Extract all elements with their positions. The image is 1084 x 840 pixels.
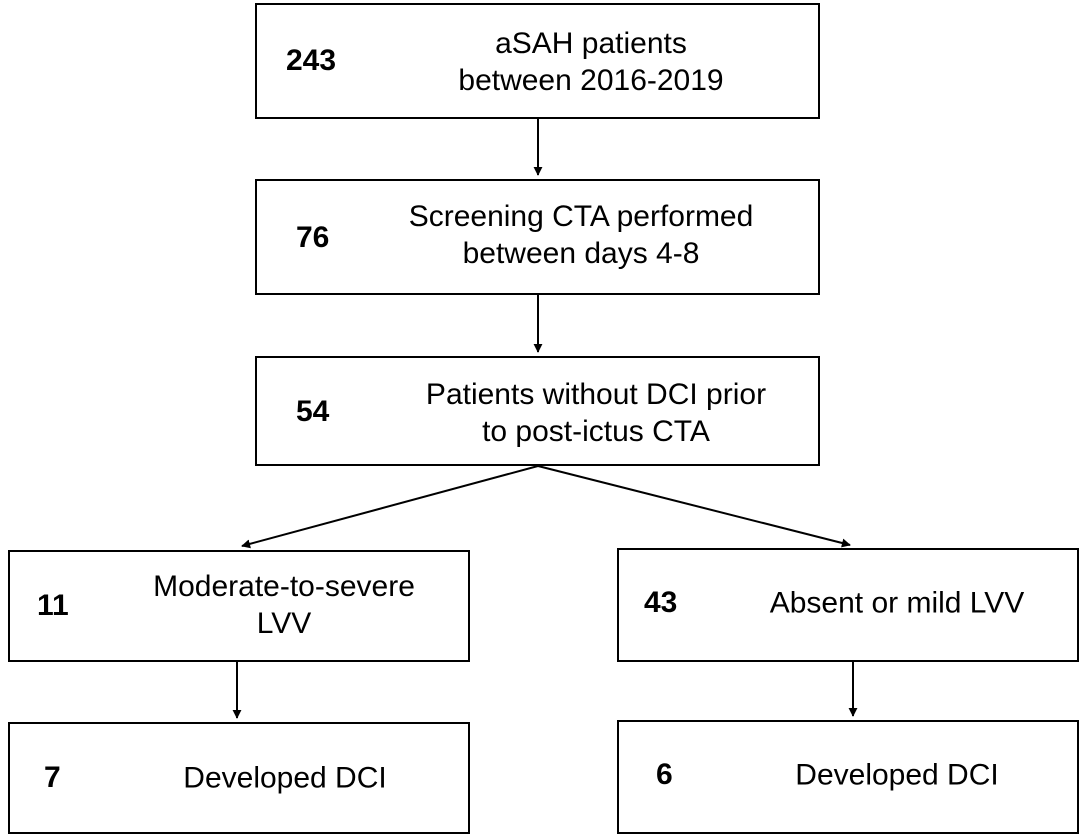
mild-lvv-label: Absent or mild LVV xyxy=(770,585,1025,622)
initial-cohort-label-line2: between 2016-2019 xyxy=(458,64,724,97)
mild-lvv-box xyxy=(617,548,1079,662)
initial-cohort-label-line1: aSAH patients xyxy=(495,27,687,60)
without-dci-label-line2: to post-ictus CTA xyxy=(482,415,710,448)
without-dci-label-line1: Patients without DCI prior xyxy=(425,378,767,411)
screening-cta-label-line2: between days 4-8 xyxy=(462,237,700,270)
without-dci-count: 54 xyxy=(296,395,330,428)
severe-lvv-box xyxy=(8,550,470,662)
initial-cohort-label: aSAH patients between 2016-2019 xyxy=(458,25,723,99)
severe-lvv-label-line1: Moderate-to-severe xyxy=(153,570,415,603)
screening-cta-count: 76 xyxy=(296,221,330,254)
screening-cta-label: Screening CTA performed between days 4-8 xyxy=(409,198,754,272)
severe-lvv-dci-box xyxy=(8,722,470,834)
severe-lvv-label: Moderate-to-severe LVV xyxy=(153,568,415,642)
mild-lvv-dci-count: 6 xyxy=(656,758,673,791)
severe-lvv-label-line2: LVV xyxy=(256,607,312,640)
mild-lvv-dci-label-line1: Developed DCI xyxy=(795,758,999,792)
mild-lvv-dci-label: Developed DCI xyxy=(795,757,998,794)
without-dci-label: Patients without DCI prior to post-ictus… xyxy=(426,376,766,450)
mild-lvv-dci-box xyxy=(617,720,1079,834)
initial-cohort-count: 243 xyxy=(286,44,337,77)
severe-lvv-dci-label: Developed DCI xyxy=(183,760,386,797)
severe-lvv-count: 11 xyxy=(37,589,69,622)
severe-lvv-dci-label-line1: Developed DCI xyxy=(183,761,387,795)
mild-lvv-count: 43 xyxy=(644,586,678,619)
arrow-without-dci-to-severe-lvv xyxy=(241,465,539,549)
without-dci-box xyxy=(255,356,820,466)
severe-lvv-dci-count: 7 xyxy=(44,761,61,794)
initial-cohort-box xyxy=(255,3,820,119)
screening-cta-box xyxy=(255,179,820,295)
screening-cta-label-line1: Screening CTA performed xyxy=(408,200,754,233)
mild-lvv-label-line1: Absent or mild LVV xyxy=(769,586,1025,620)
arrow-without-dci-to-mild-lvv xyxy=(537,465,851,548)
